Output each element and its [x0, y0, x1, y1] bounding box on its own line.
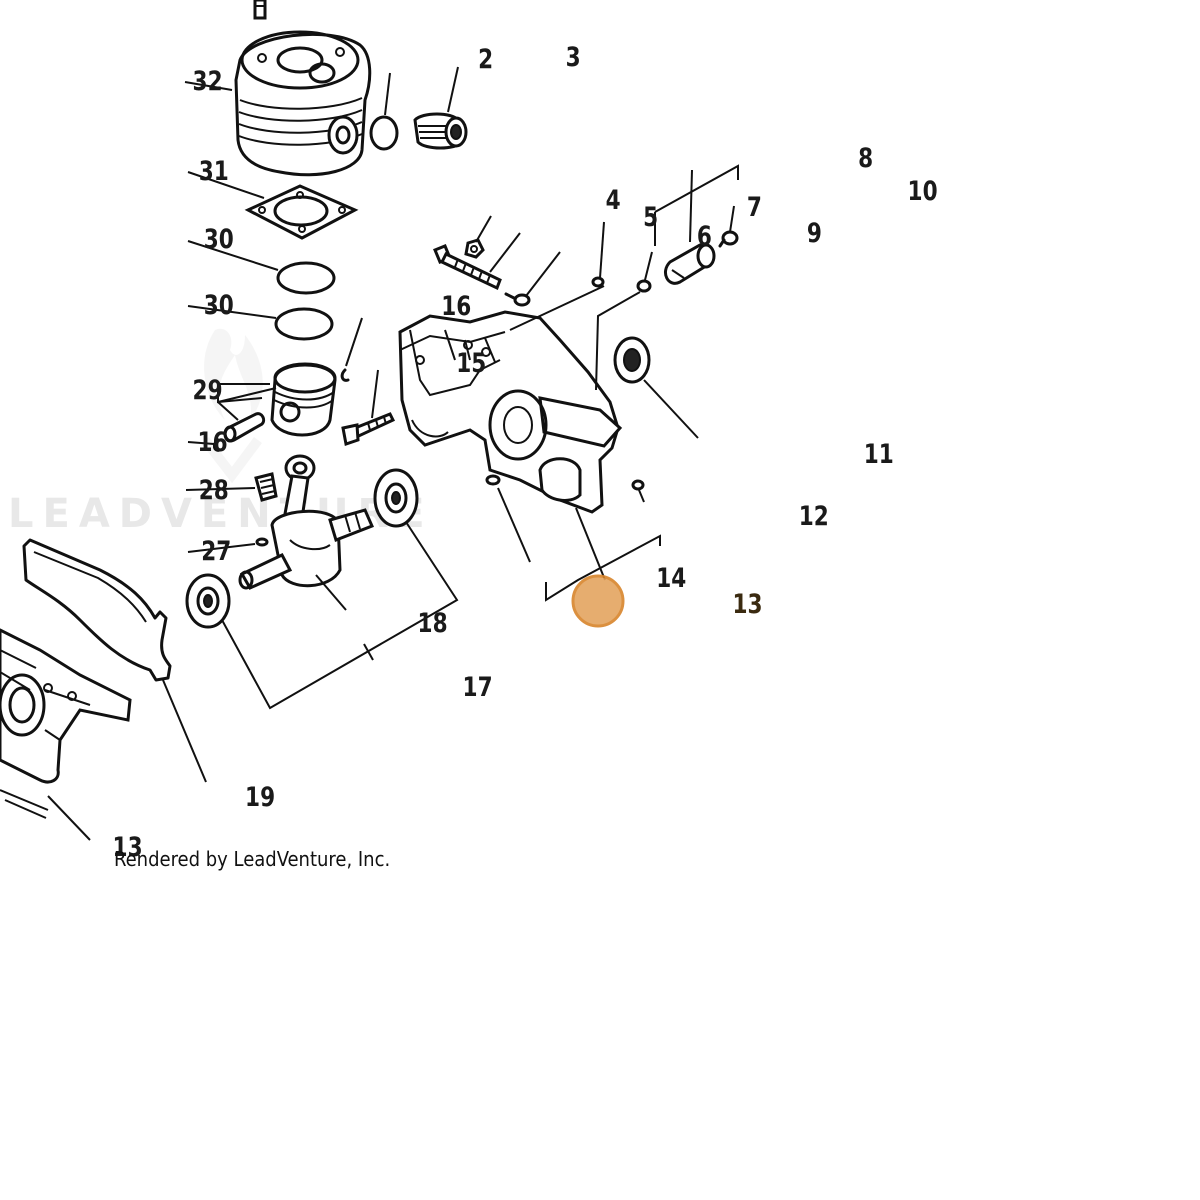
part-gasket-19	[22, 538, 172, 682]
part-piston-ring-30b	[274, 307, 334, 341]
callout-14[interactable]: 14	[656, 562, 686, 594]
part-clip-6	[504, 292, 531, 307]
part-piston-29	[223, 362, 337, 443]
part-piston-ring-30a	[276, 261, 336, 295]
callout-31[interactable]: 31	[199, 155, 229, 187]
part-washer-9	[636, 279, 652, 293]
callout-11[interactable]: 11	[864, 438, 894, 470]
callout-32[interactable]: 32	[193, 65, 223, 97]
callout-3[interactable]: 3	[566, 41, 581, 73]
part-pin-7	[591, 276, 605, 288]
callout-19[interactable]: 19	[245, 781, 275, 813]
callout-13b-selected[interactable]: 13	[732, 588, 762, 620]
callout-18[interactable]: 18	[418, 607, 448, 639]
footer-credit: Rendered by LeadVenture, Inc.	[114, 847, 390, 871]
callout-2[interactable]: 2	[478, 43, 493, 75]
part-key-27	[255, 537, 269, 547]
callout-28[interactable]: 28	[199, 474, 229, 506]
part-dowel-14	[485, 474, 501, 486]
callout-15[interactable]: 15	[456, 347, 486, 379]
selected-callout-hotspot[interactable]	[571, 574, 625, 628]
callout-17[interactable]: 17	[463, 671, 493, 703]
callout-13a[interactable]: 13	[113, 831, 143, 863]
part-screw-10	[718, 230, 739, 248]
part-dowel-12	[631, 479, 645, 491]
callout-7[interactable]: 7	[747, 191, 762, 223]
callout-12[interactable]: 12	[799, 500, 829, 532]
part-crankcase-right	[398, 310, 623, 514]
watermark-logo	[201, 328, 263, 484]
part-cylinder	[234, 30, 372, 177]
part-gasket-31	[244, 184, 359, 240]
part-bearing-17a	[373, 468, 419, 528]
callout-16a[interactable]: 16	[441, 290, 471, 322]
callout-27[interactable]: 27	[201, 535, 231, 567]
part-bolt-top	[253, 0, 267, 20]
part-housing-8	[664, 242, 716, 285]
part-oring-2	[369, 115, 399, 151]
part-valve-3	[413, 112, 468, 150]
part-nut-4	[464, 238, 485, 259]
part-bolt-15	[341, 412, 396, 446]
callout-9[interactable]: 9	[807, 217, 822, 249]
leader-lines	[47, 66, 739, 841]
part-circlip-16b	[212, 438, 222, 452]
part-circlip-16a	[340, 368, 350, 382]
callout-6[interactable]: 6	[697, 220, 712, 252]
callout-10[interactable]: 10	[908, 175, 938, 207]
part-bearing-28	[254, 472, 278, 502]
callout-30b[interactable]: 30	[204, 289, 234, 321]
callout-labels: 32 2 3 31 30 30 16 15 29 16 28 27 18 17 …	[113, 41, 938, 863]
part-crankshaft-18	[238, 454, 375, 590]
part-bearing-17b	[185, 573, 231, 629]
callout-5[interactable]: 5	[643, 201, 658, 233]
part-screw-5	[433, 244, 502, 291]
part-crankcase-left	[0, 628, 132, 819]
callout-29[interactable]: 29	[193, 374, 223, 406]
part-seal-11	[613, 336, 651, 384]
callout-4[interactable]: 4	[606, 184, 621, 216]
callout-8[interactable]: 8	[858, 142, 873, 174]
callout-16b[interactable]: 16	[198, 426, 228, 458]
callout-30a[interactable]: 30	[204, 223, 234, 255]
